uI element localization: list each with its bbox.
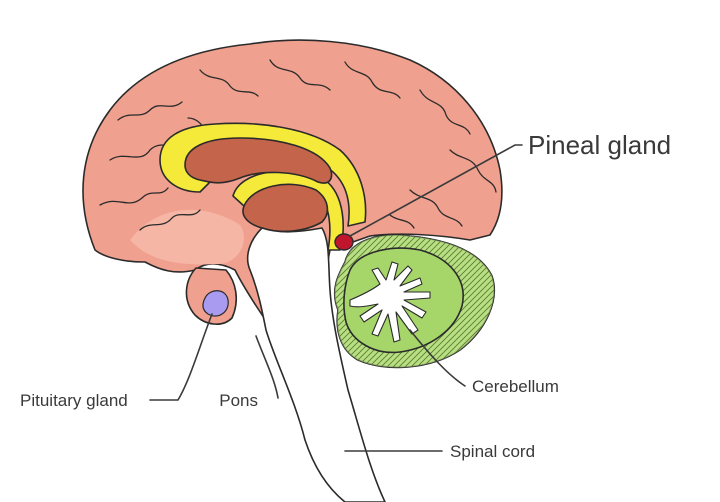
hatch-line <box>391 235 495 368</box>
spinal-cord-label: Spinal cord <box>450 442 535 461</box>
hatch-line <box>493 235 495 368</box>
arbor-vitae <box>349 261 431 343</box>
pons-leader <box>255 335 279 399</box>
hatch-line <box>524 230 674 380</box>
cortex-inner-band <box>130 209 244 265</box>
cerebellum-label: Cerebellum <box>472 377 559 396</box>
hatch-line <box>334 235 381 368</box>
hatch-line <box>415 235 495 368</box>
hatch-line <box>403 235 495 368</box>
hatch-line <box>397 235 495 368</box>
lateral-ventricle <box>184 137 333 184</box>
hatch-line <box>506 230 656 380</box>
cortex-gyri <box>99 59 497 231</box>
hatch-line <box>409 235 495 368</box>
thalamus <box>242 183 329 233</box>
hatch-line <box>481 235 495 368</box>
pineal-gland <box>334 233 354 251</box>
hatch-line <box>334 235 375 368</box>
pituitary-gland <box>202 290 229 317</box>
hatch-line <box>487 235 495 368</box>
pituitary-gland-label: Pituitary gland <box>20 391 128 410</box>
pons-label: Pons <box>219 391 258 410</box>
hatch-line <box>500 230 650 380</box>
pituitary-leader <box>149 313 213 401</box>
hatch-line <box>334 235 387 368</box>
pineal-gland-label: Pineal gland <box>528 130 671 160</box>
hatch-line <box>512 230 662 380</box>
hatch-line <box>518 230 668 380</box>
cerebellum-leader <box>409 329 466 387</box>
hatch-line <box>421 235 495 368</box>
pineal-leader <box>349 144 523 237</box>
hatch-line <box>475 235 495 368</box>
